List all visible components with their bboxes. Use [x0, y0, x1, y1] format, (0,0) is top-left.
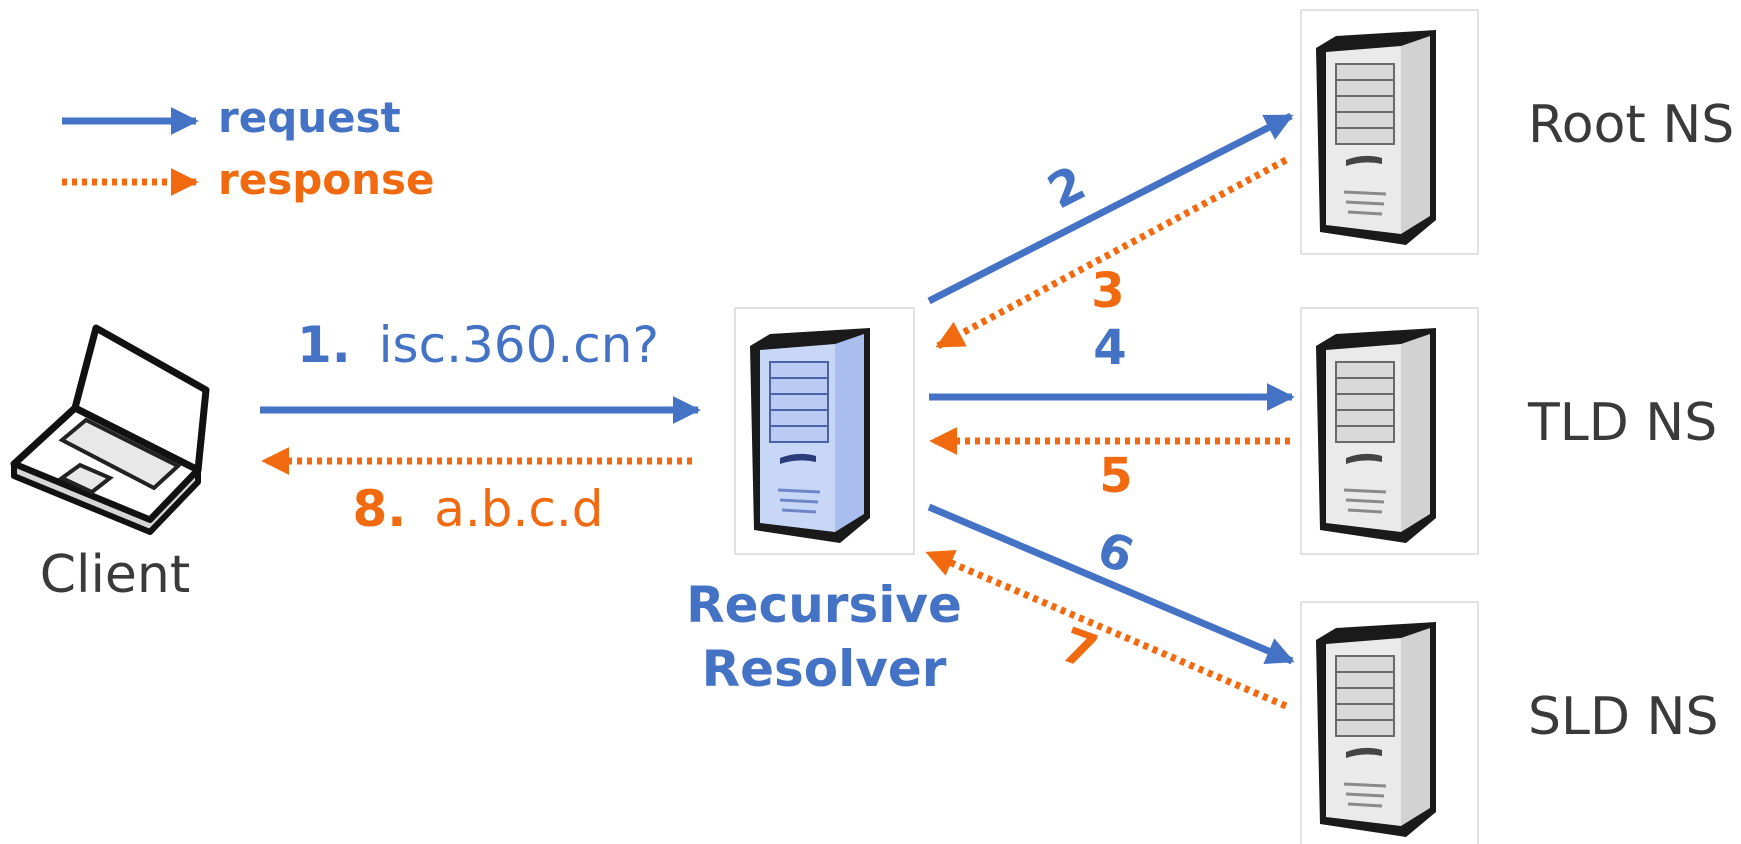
step6-number: 6 [1090, 521, 1141, 585]
root-ns-label: Root NS [1528, 95, 1734, 155]
step2-number: 2 [1039, 155, 1094, 220]
step4-number: 4 [1093, 320, 1126, 376]
server-tower-icon [1314, 28, 1438, 247]
legend-response-label: response [218, 155, 435, 204]
resolver-label-line1: Recursive [686, 576, 962, 634]
step7-response-arrow [925, 549, 1288, 710]
step5-number: 5 [1099, 448, 1132, 504]
step8-answer: a.b.c.d [434, 480, 603, 538]
resolver-label-line2: Resolver [702, 640, 947, 698]
step8-label: 8. a.b.c.d [353, 480, 604, 538]
step3-number: 3 [1091, 263, 1124, 319]
step1-query: isc.360.cn? [379, 316, 659, 374]
server-tower-icon [748, 326, 872, 545]
laptop-icon [10, 324, 210, 535]
step1-number: 1. [297, 316, 351, 374]
step1-label: 1. isc.360.cn? [297, 316, 659, 374]
tld-ns-label: TLD NS [1527, 393, 1717, 453]
server-tower-icon [1314, 620, 1438, 839]
step7-number: 7 [1054, 617, 1105, 681]
legend: request response [62, 93, 435, 204]
step8-number: 8. [353, 480, 407, 538]
client-label: Client [40, 545, 191, 605]
legend-request-label: request [218, 93, 401, 142]
step6-request-arrow [927, 503, 1295, 665]
sld-ns-label: SLD NS [1528, 687, 1718, 747]
step2-request-arrow [927, 112, 1294, 305]
server-tower-icon [1314, 326, 1438, 545]
